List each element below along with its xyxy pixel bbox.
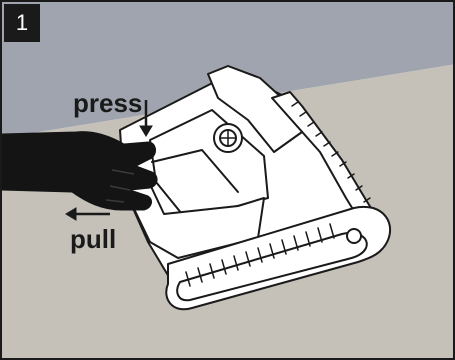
press-label: press: [73, 88, 143, 118]
robot-front-flap: [123, 179, 265, 259]
robot-wheel-hub: [346, 228, 362, 244]
step-number-badge: 1: [4, 4, 40, 42]
arrow-down-icon: [139, 100, 153, 137]
hand: [2, 131, 158, 211]
pull-label: pull: [70, 224, 117, 254]
robot-cleaner: [119, 65, 391, 311]
arrow-left-icon: [65, 207, 110, 221]
robot-lid-fold: [151, 149, 239, 193]
